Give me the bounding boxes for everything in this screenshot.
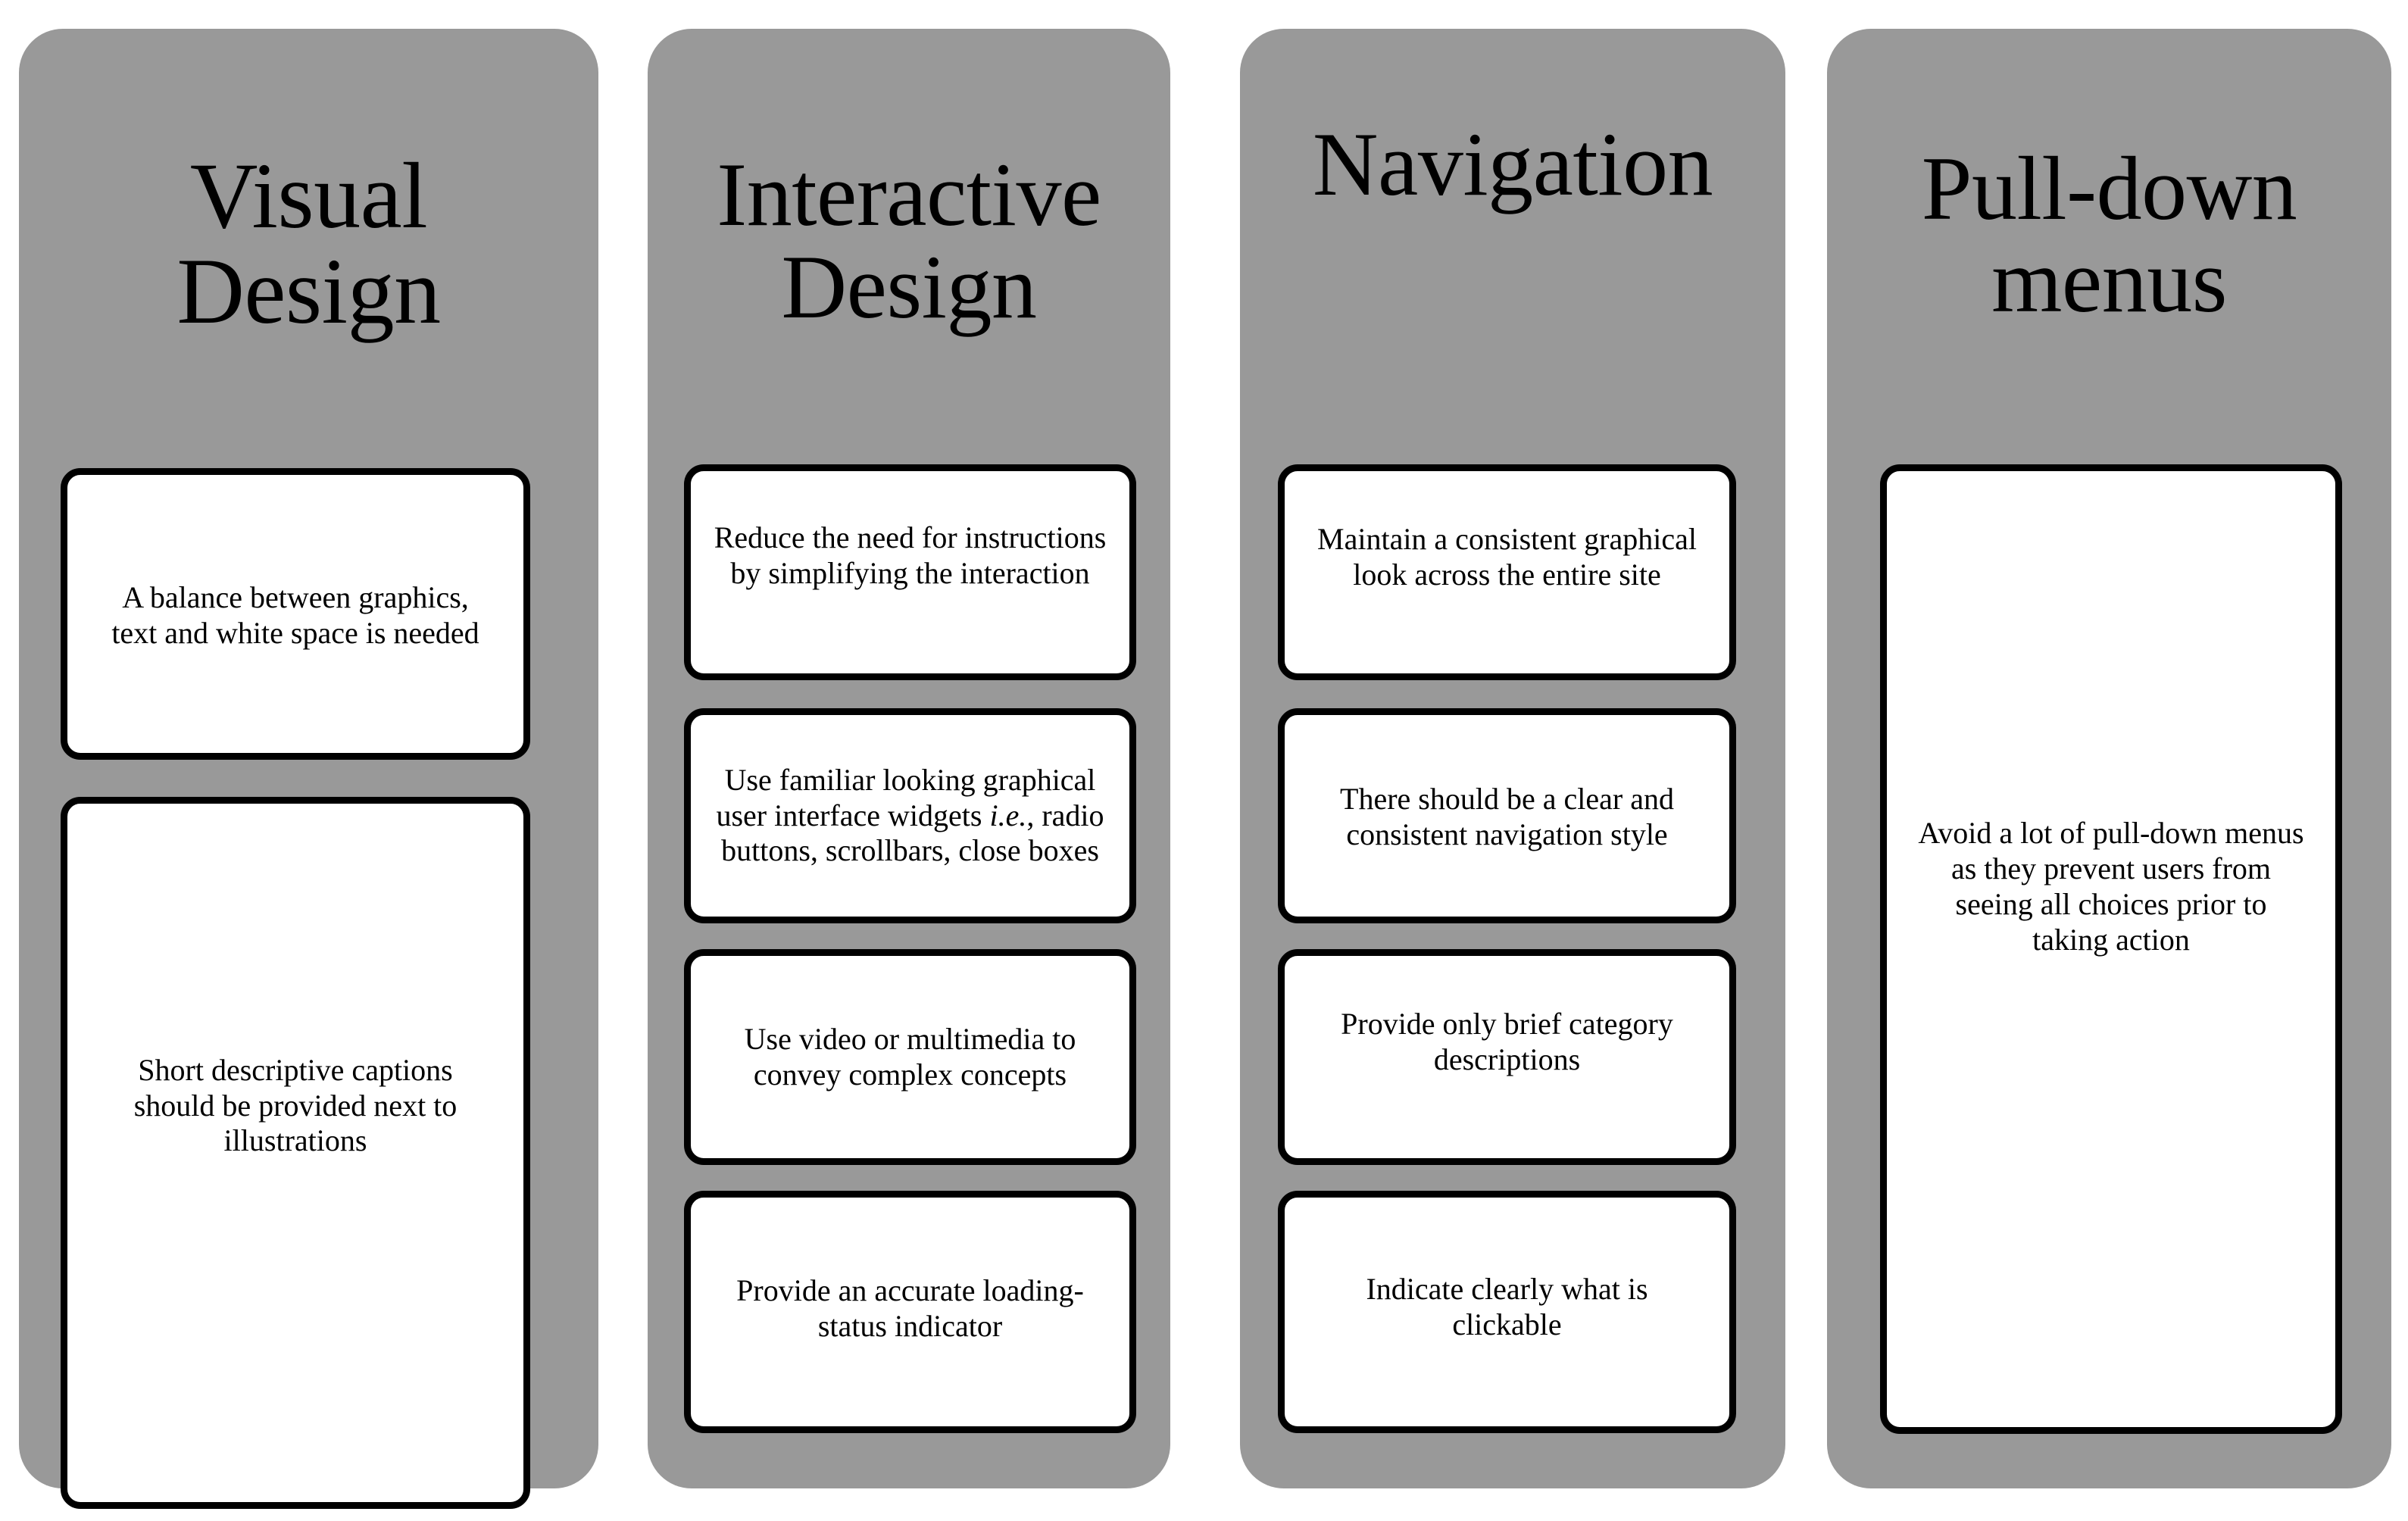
card-indicate-clickable[interactable]: Indicate clearly what is clickable <box>1278 1191 1736 1433</box>
card-avoid-pull-down-menus[interactable]: Avoid a lot of pull-down menus as they p… <box>1880 464 2342 1434</box>
card-short-descriptive-captions[interactable]: Short descriptive captions should be pro… <box>61 797 530 1509</box>
card-reduce-need-for-instructions[interactable]: Reduce the need for instructions by simp… <box>684 464 1136 680</box>
card-text: Reduce the need for instructions by simp… <box>714 520 1107 590</box>
card-text: Use video or multimedia to convey comple… <box>744 1021 1076 1092</box>
card-use-video-multimedia[interactable]: Use video or multimedia to convey comple… <box>684 949 1136 1165</box>
card-loading-status-indicator[interactable]: Provide an accurate loading- status indi… <box>684 1191 1136 1433</box>
card-text: A balance between graphics, text and whi… <box>111 579 479 650</box>
card-brief-category-descriptions[interactable]: Provide only brief category descriptions <box>1278 949 1736 1165</box>
card-consistent-graphical-look[interactable]: Maintain a consistent graphical look acr… <box>1278 464 1736 680</box>
card-text: Provide only brief category descriptions <box>1341 1006 1673 1076</box>
card-text: There should be a clear and consistent n… <box>1340 782 1674 851</box>
card-text: Short descriptive captions should be pro… <box>133 1052 458 1158</box>
card-text: Avoid a lot of pull-down menus as they p… <box>1918 816 2304 957</box>
panel-visual-design: Visual Design A balance between graphics… <box>19 29 598 1509</box>
panel-navigation: Navigation Maintain a consistent graphic… <box>1240 29 1785 1488</box>
card-balance-graphics-text-whitespace[interactable]: A balance between graphics, text and whi… <box>61 468 530 760</box>
card-text: Indicate clearly what is clickable <box>1366 1272 1648 1341</box>
card-text: Provide an accurate loading- status indi… <box>736 1273 1084 1343</box>
panel-pull-down-menus: Pull-down menus Avoid a lot of pull-down… <box>1827 29 2391 1488</box>
panel-heading-navigation: Navigation <box>1312 114 1713 214</box>
card-clear-consistent-navigation-style[interactable]: There should be a clear and consistent n… <box>1278 708 1736 923</box>
card-text: Maintain a consistent graphical look acr… <box>1317 521 1697 592</box>
panel-heading-pull-down-menus: Pull-down menus <box>1921 138 2297 332</box>
panel-heading-interactive-design: Interactive Design <box>717 144 1101 338</box>
panel-heading-visual-design: Visual Design <box>176 144 441 344</box>
panel-interactive-design: Interactive Design Reduce the need for i… <box>648 29 1170 1488</box>
